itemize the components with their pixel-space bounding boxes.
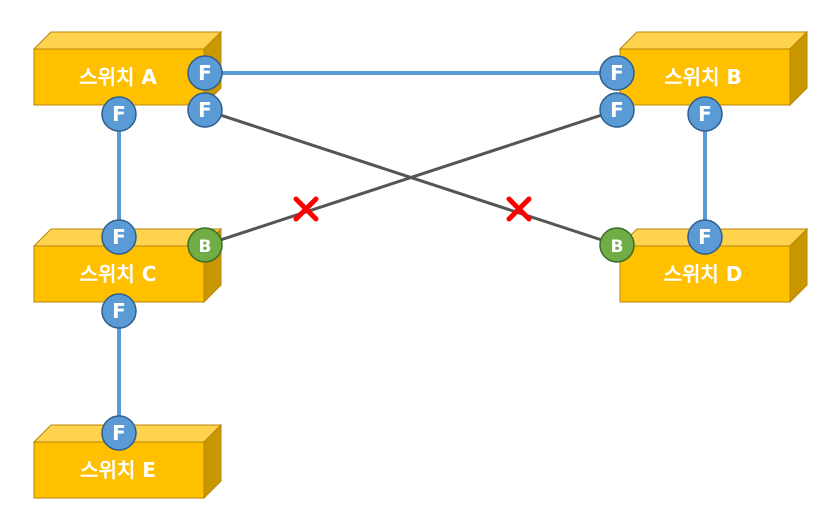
- port-state-label: F: [698, 225, 712, 249]
- port-circle: [687, 219, 723, 255]
- port-state-label: F: [610, 98, 624, 122]
- port-circle: [599, 92, 635, 128]
- forwarding-port-a3: F: [101, 96, 137, 132]
- block-mark-x-icon: [506, 196, 532, 222]
- switch-label-e: 스위치 E: [80, 458, 156, 482]
- port-circle: [599, 227, 635, 263]
- blocked-link-c2-b2: [204, 108, 618, 247]
- forwarding-port-a2: F: [187, 92, 223, 128]
- port-state-label: F: [112, 225, 126, 249]
- port-state-label: B: [199, 237, 212, 257]
- port-state-label: F: [112, 102, 126, 126]
- switches-layer: 스위치 A 스위치 B 스위치 C 스위치 D 스위치 E: [32, 30, 809, 500]
- block-marks-layer: [293, 196, 532, 222]
- port-circle: [101, 293, 137, 329]
- port-state-label: F: [198, 98, 212, 122]
- port-circle: [187, 227, 223, 263]
- forwarding-port-a1: F: [187, 55, 223, 91]
- block-mark-x-icon: [293, 196, 319, 222]
- forwarding-port-b2: F: [599, 92, 635, 128]
- switch-b: 스위치 B: [618, 30, 809, 107]
- forwarding-port-d2: F: [687, 219, 723, 255]
- forwarding-port-b3: F: [687, 96, 723, 132]
- links-layer: [117, 71, 707, 433]
- switch-label-d: 스위치 D: [664, 262, 743, 286]
- port-state-label: B: [611, 237, 624, 257]
- port-circle: [101, 219, 137, 255]
- port-circle: [187, 92, 223, 128]
- port-state-label: F: [610, 61, 624, 85]
- port-circle: [101, 96, 137, 132]
- blocking-port-c2: B: [187, 227, 223, 263]
- port-state-label: F: [112, 299, 126, 323]
- switch-front-face: [33, 245, 205, 303]
- switch-label-b: 스위치 B: [664, 65, 741, 89]
- port-circle: [101, 415, 137, 451]
- port-circle: [187, 55, 223, 91]
- forwarding-port-c3: F: [101, 293, 137, 329]
- switch-d: 스위치 D: [618, 227, 809, 304]
- switch-front-face: [619, 245, 791, 303]
- forwarding-port-c1: F: [101, 219, 137, 255]
- switch-top-face: [618, 31, 809, 50]
- port-circle: [599, 55, 635, 91]
- switch-front-face: [33, 48, 205, 106]
- forwarding-port-e1: F: [101, 415, 137, 451]
- switch-label-c: 스위치 C: [80, 262, 157, 286]
- port-state-label: F: [698, 102, 712, 126]
- forwarding-port-b1: F: [599, 55, 635, 91]
- switch-label-a: 스위치 A: [79, 65, 157, 89]
- blocking-port-d1: B: [599, 227, 635, 263]
- port-circle: [687, 96, 723, 132]
- switch-top-face: [32, 31, 223, 50]
- port-state-label: F: [112, 421, 126, 445]
- port-state-label: F: [198, 61, 212, 85]
